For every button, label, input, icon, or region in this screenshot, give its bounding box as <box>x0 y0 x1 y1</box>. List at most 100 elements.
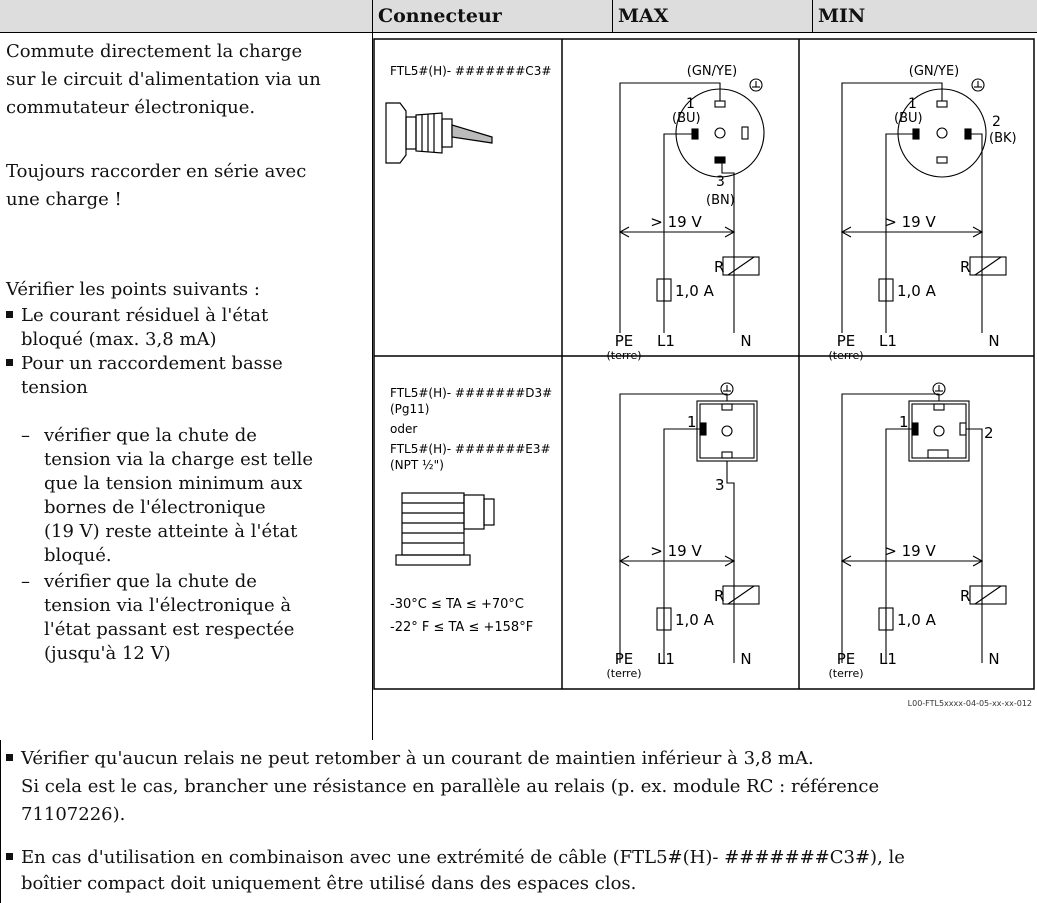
max2-l1-label: L1 <box>657 650 675 668</box>
serie-line-2: une charge ! <box>6 189 122 210</box>
dash-1-line-2: tension via la charge est telle <box>44 449 314 470</box>
bullet-relay: Vérifier qu'aucun relais ne peut retombe… <box>6 747 814 771</box>
min-l1-label: L1 <box>879 332 897 350</box>
min2-l1-label: L1 <box>879 650 897 668</box>
wiring-figure: FTL5#(H)- #######C3# FTL5#(H)- #######D3… <box>373 38 1035 708</box>
min-r-label: R <box>960 258 970 276</box>
dash-2-line-1: vérifier que la chute de <box>44 571 257 592</box>
max2-fuse-label: 1,0 A <box>675 611 715 629</box>
bullet-residual-line-1: Le courant résiduel à l'état <box>21 305 269 326</box>
dash-1-line-4: bornes de l'électronique <box>44 497 266 518</box>
header-connecteur: Connecteur <box>378 5 502 27</box>
pg11-label: (Pg11) <box>390 402 430 416</box>
max-bn-label: (BN) <box>706 193 735 208</box>
bullet-icon <box>6 310 13 318</box>
temp-fahrenheit: -22° F ≤ TA ≤ +158°F <box>390 620 533 635</box>
max2-pin3: 3 <box>715 476 725 494</box>
min2-r-label: R <box>960 587 970 605</box>
dash-2-line-4: (jusqu'à 12 V) <box>44 643 171 664</box>
min-bu-label: (BU) <box>894 111 923 126</box>
bullet-low-voltage-line-1: Pour un raccordement basse <box>21 353 283 374</box>
dash-1-mark: – <box>21 425 30 446</box>
min-n-label: N <box>988 332 999 350</box>
figure-frame <box>373 38 1035 690</box>
bullet-low-voltage-line-2: tension <box>21 377 88 398</box>
header-min: MIN <box>818 5 866 27</box>
min-pin1: 1 <box>908 96 917 112</box>
bullet-cable: En cas d'utilisation en combinaison avec… <box>6 846 905 870</box>
dash-2-line-2: tension via l'électronique à <box>44 595 292 616</box>
dash-1-line-5: (19 V) reste atteinte à l'état <box>44 521 298 542</box>
min2-pe-label: PE <box>837 650 856 668</box>
verifier-heading: Vérifier les points suivants : <box>6 279 260 300</box>
max-gnye-label: (GN/YE) <box>687 64 737 79</box>
min-pin2: 2 <box>992 114 1001 130</box>
valve-plug-icon <box>395 492 495 566</box>
min-gnye-label: (GN/YE) <box>909 64 959 79</box>
max2-pin1: 1 <box>687 413 697 431</box>
max-square-diagram <box>618 382 760 663</box>
max2-n-label: N <box>740 650 751 668</box>
col-divider-1 <box>612 0 613 33</box>
max-voltage: > 19 V <box>650 213 702 231</box>
max-pin3: 3 <box>716 174 725 190</box>
oder-label: oder <box>390 422 417 436</box>
max-fuse-label: 1,0 A <box>675 282 715 300</box>
intro-line-2: sur le circuit d'alimentation via un <box>6 69 321 90</box>
min-voltage: > 19 V <box>884 213 936 231</box>
max-bu-label: (BU) <box>672 111 701 126</box>
max-r-label: R <box>714 258 724 276</box>
bullet-icon <box>6 753 13 761</box>
dash-2-mark: – <box>21 571 30 592</box>
max-round-diagram <box>618 78 765 333</box>
serie-line-1: Toujours raccorder en série avec <box>6 161 307 182</box>
min2-n-label: N <box>988 650 999 668</box>
dash-1-line-3: que la tension minimum aux <box>44 473 303 494</box>
min2-voltage: > 19 V <box>884 542 936 560</box>
min-pe-label: PE <box>837 332 856 350</box>
col-divider-2 <box>812 0 813 33</box>
max-pe-label: PE <box>615 332 634 350</box>
bullet-cable-line-2: boîtier compact doit uniquement être uti… <box>21 873 637 894</box>
max-pin1: 1 <box>686 96 695 112</box>
max2-pe-label: PE <box>615 650 634 668</box>
min2-terre-label: (terre) <box>828 667 863 680</box>
max2-terre-label: (terre) <box>606 667 641 680</box>
bullet-relay-line-3: 71107226). <box>21 804 126 825</box>
min2-pin2: 2 <box>984 424 994 442</box>
max-n-label: N <box>740 332 751 350</box>
min2-pin1: 1 <box>899 413 909 431</box>
dash-1-line-1: vérifier que la chute de <box>44 425 257 446</box>
model-c3: FTL5#(H)- #######C3# <box>390 64 551 78</box>
max2-r-label: R <box>714 587 724 605</box>
intro-line-3: commutateur électronique. <box>6 97 256 118</box>
bullet-low-voltage: Pour un raccordement basse <box>6 352 283 376</box>
npt-label: (NPT ½") <box>390 458 444 472</box>
dash-1-line-6: bloqué. <box>44 545 112 566</box>
bullet-relay-line-1: Vérifier qu'aucun relais ne peut retombe… <box>21 748 814 769</box>
model-e3: FTL5#(H)- #######E3# <box>390 442 551 456</box>
dash-2-line-3: l'état passant est respectée <box>44 619 295 640</box>
header-max: MAX <box>618 5 669 27</box>
bullet-cable-line-1: En cas d'utilisation en combinaison avec… <box>21 847 905 868</box>
max-terre-label: (terre) <box>606 349 641 362</box>
intro-line-1: Commute directement la charge <box>6 41 303 62</box>
bullet-icon <box>6 358 13 366</box>
min-bk-label: (BK) <box>989 131 1017 146</box>
model-d3: FTL5#(H)- #######D3# <box>390 386 552 400</box>
min-round-diagram <box>840 78 1007 333</box>
min-fuse-label: 1,0 A <box>897 282 937 300</box>
left-margin-rule <box>0 740 1 903</box>
min-terre-label: (terre) <box>828 349 863 362</box>
left-column-divider <box>372 0 373 740</box>
bullet-icon <box>6 852 13 860</box>
min2-fuse-label: 1,0 A <box>897 611 937 629</box>
temp-celsius: -30°C ≤ TA ≤ +70°C <box>390 597 524 612</box>
bullet-residual-line-2: bloqué (max. 3,8 mA) <box>21 329 217 350</box>
max2-voltage: > 19 V <box>650 542 702 560</box>
table-header <box>0 0 1037 33</box>
max-l1-label: L1 <box>657 332 675 350</box>
figure-reference: L00-FTL5xxxx-04-05-xx-xx-012 <box>908 699 1032 708</box>
bullet-residual: Le courant résiduel à l'état <box>6 304 268 328</box>
min-square-diagram <box>840 382 1007 663</box>
